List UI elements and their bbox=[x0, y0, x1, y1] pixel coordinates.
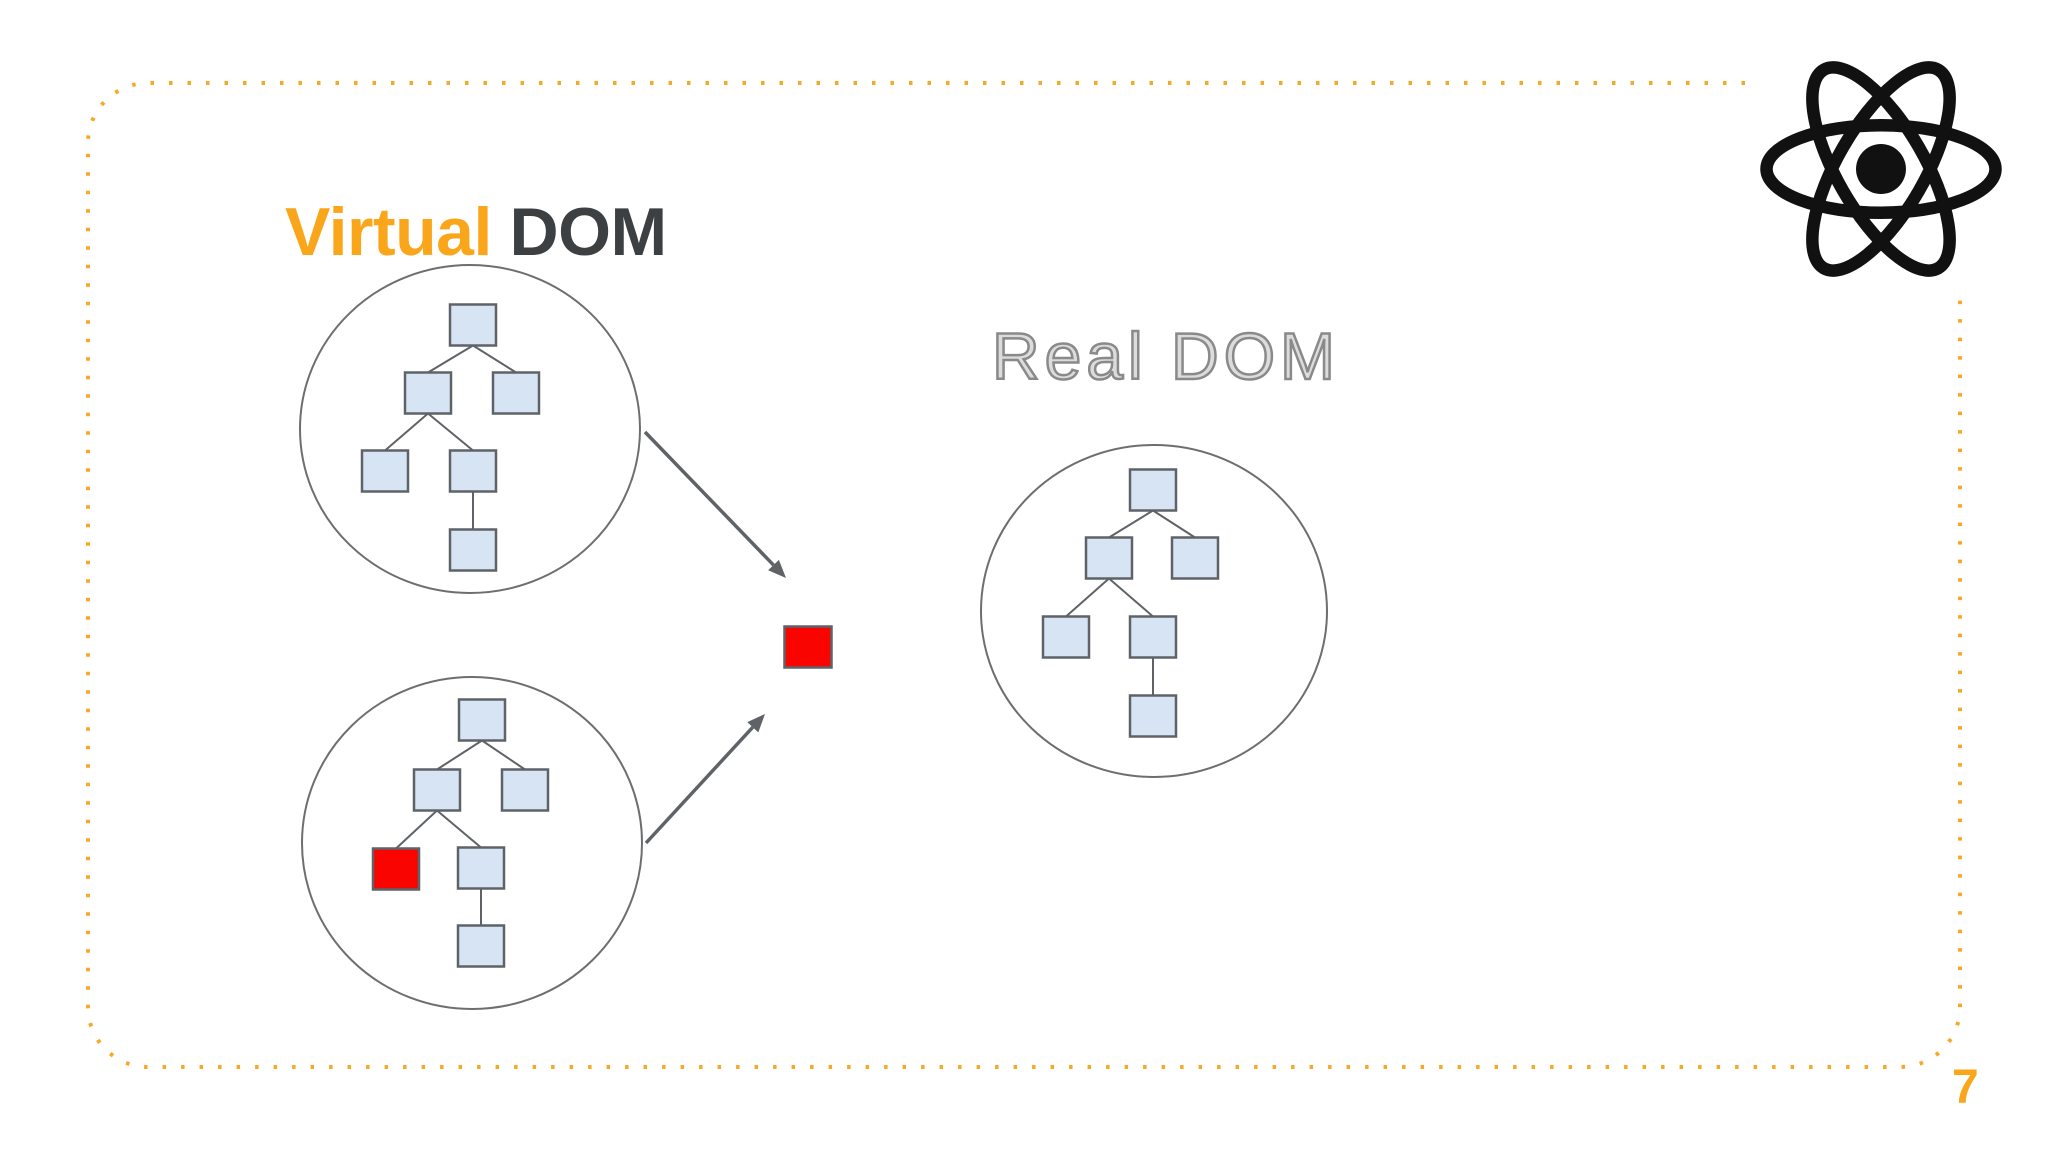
real-dom-tree-circle bbox=[980, 444, 1328, 778]
diff-arrow-line bbox=[643, 430, 775, 567]
title-virtual: Virtual bbox=[285, 193, 492, 270]
tree-edge bbox=[384, 412, 429, 452]
tree-edge bbox=[427, 412, 474, 452]
tree-edge bbox=[472, 344, 517, 374]
dom-node bbox=[456, 846, 506, 890]
real-dom-label: Real DOM bbox=[991, 319, 1341, 394]
real-dom-tree-group bbox=[980, 444, 1328, 778]
tree-edge bbox=[436, 739, 483, 771]
dom-node bbox=[1170, 536, 1220, 580]
title-dom: DOM bbox=[509, 193, 668, 270]
tree-edge bbox=[395, 809, 438, 850]
virtual-dom-tree-previous-group bbox=[299, 264, 641, 594]
dom-node bbox=[456, 924, 506, 968]
tree-edge bbox=[1108, 509, 1154, 539]
react-orbit-icon bbox=[1760, 119, 2002, 219]
react-orbit-icon bbox=[1806, 61, 1956, 277]
dom-node bbox=[448, 528, 498, 572]
react-logo-icon bbox=[1760, 61, 2002, 277]
dom-node bbox=[403, 371, 453, 415]
dom-node bbox=[448, 303, 498, 347]
dom-node bbox=[457, 698, 507, 742]
dom-node bbox=[1128, 468, 1178, 512]
tree-edge bbox=[1152, 509, 1196, 539]
virtual-dom-tree-current-circle bbox=[301, 676, 643, 1010]
tree-edge bbox=[1108, 577, 1154, 618]
dom-node bbox=[1128, 694, 1178, 738]
dom-node bbox=[412, 768, 462, 812]
page-number: 7 bbox=[1952, 1061, 1979, 1114]
react-nucleus-icon bbox=[1856, 144, 1906, 194]
virtual-dom-tree-previous-circle bbox=[299, 264, 641, 594]
diff-arrow-line bbox=[644, 726, 755, 845]
tree-edge bbox=[427, 344, 474, 374]
dom-node bbox=[500, 768, 550, 812]
dom-node bbox=[448, 449, 498, 493]
tree-edge bbox=[436, 809, 482, 849]
tree-edge bbox=[1065, 577, 1110, 618]
virtual-dom-tree-current-group bbox=[301, 676, 643, 1010]
dom-node bbox=[360, 449, 410, 493]
tree-edge bbox=[481, 739, 526, 771]
dom-node bbox=[1041, 615, 1091, 659]
dom-node bbox=[1128, 615, 1178, 659]
diff-arrow-head-icon bbox=[747, 714, 765, 733]
dom-node bbox=[491, 371, 541, 415]
dom-node bbox=[1084, 536, 1134, 580]
dom-node-changed bbox=[371, 847, 421, 891]
diff-result-marker bbox=[783, 625, 833, 669]
react-orbit-icon bbox=[1806, 61, 1956, 277]
diff-arrow-head-icon bbox=[768, 559, 786, 578]
